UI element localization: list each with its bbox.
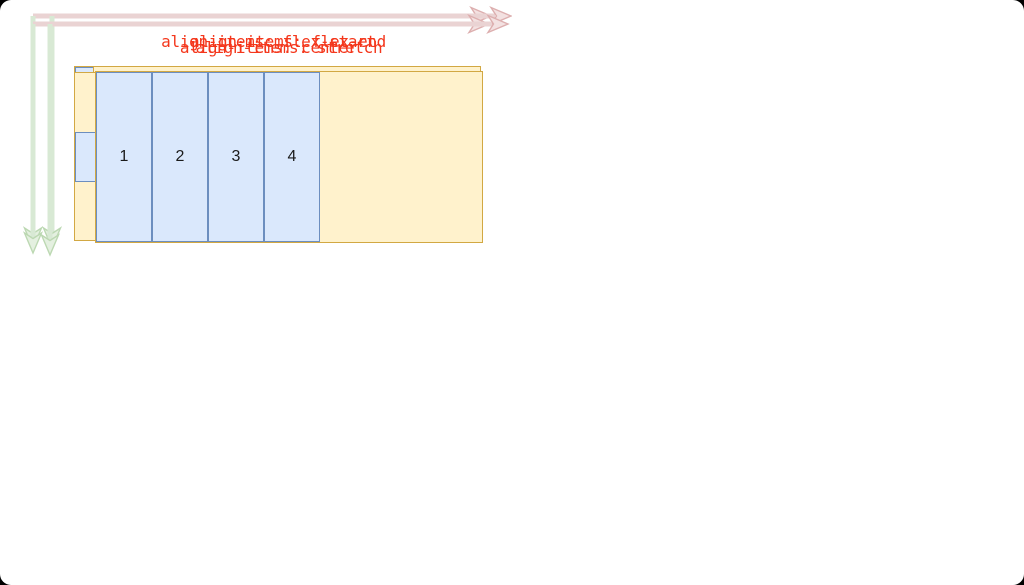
panel-align-stretch: align-items: stretch 1 2 3 4	[0, 0, 512, 293]
flex-item: 4	[264, 72, 320, 242]
panel-title: align-items: stretch	[195, 38, 383, 57]
flex-item: 3	[208, 72, 264, 242]
cross-axis-arrow-icon	[39, 24, 61, 257]
flex-item: 1	[96, 72, 152, 242]
main-axis-arrow-icon	[50, 13, 510, 35]
panel-title: align-items: flex-start	[161, 32, 376, 51]
flex-container: 1 2 3 4	[95, 71, 483, 243]
panel-title: align-items: center	[179, 38, 358, 57]
flex-item: 2	[152, 72, 208, 242]
panel-title: align-items: flex-end	[190, 32, 386, 51]
